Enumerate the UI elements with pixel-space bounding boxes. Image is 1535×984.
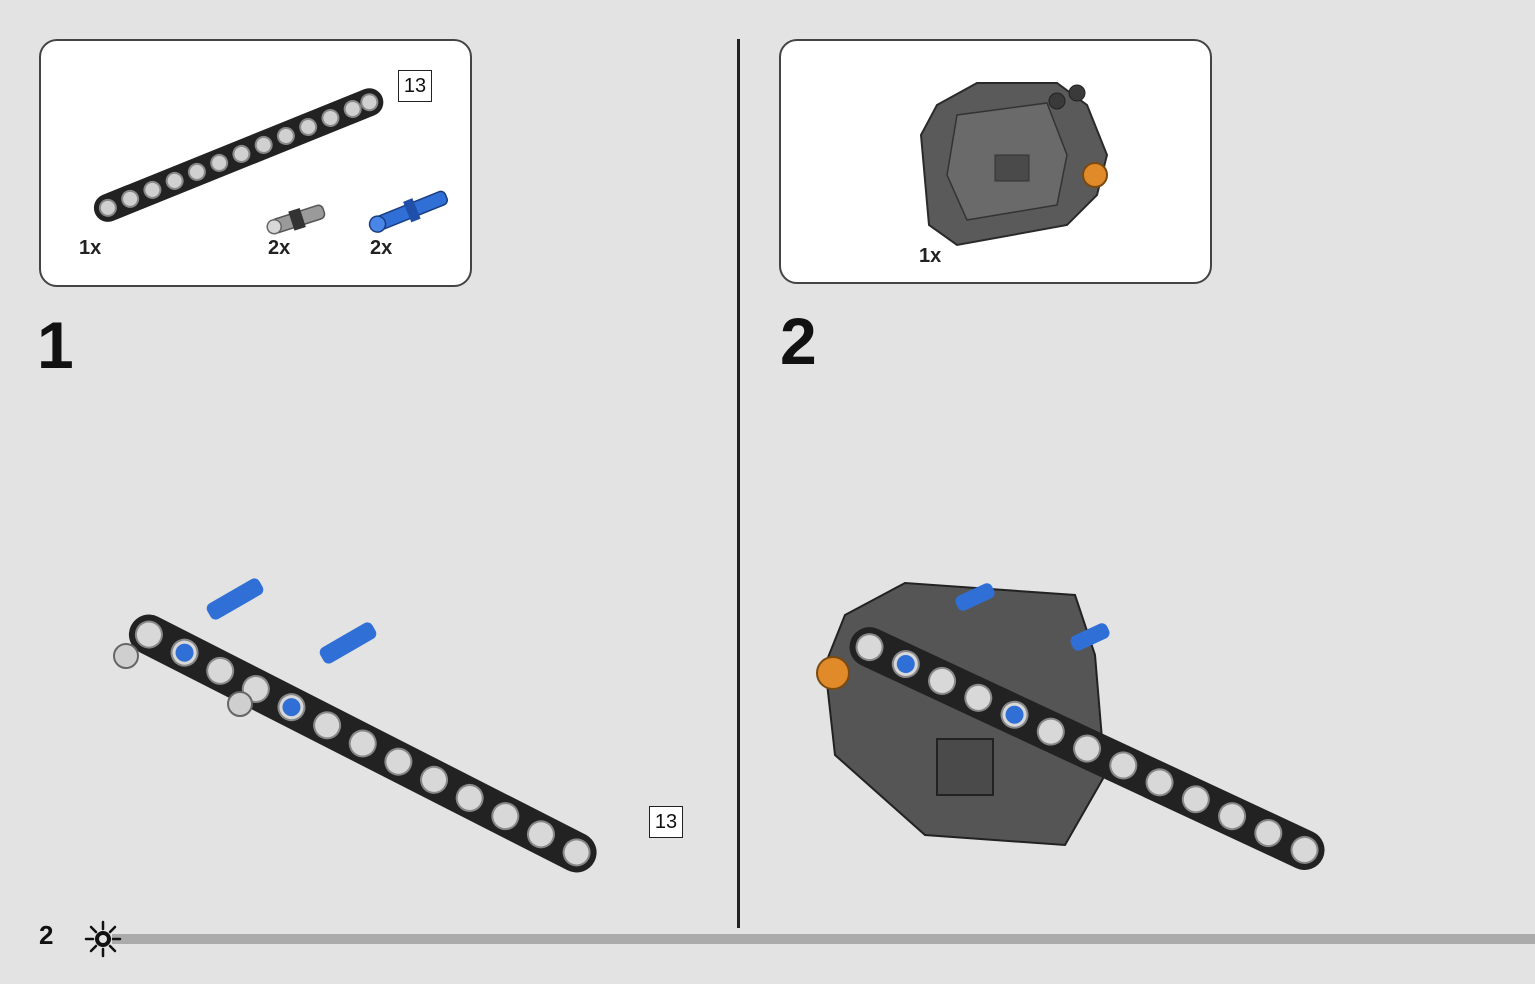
beam-length-tag: 13	[398, 70, 432, 102]
step-2-parts-callout: 1x	[779, 39, 1212, 284]
step-2-assembly-illustration	[816, 581, 1325, 870]
motor-quantity: 1x	[919, 245, 942, 267]
step-2-number: 2	[780, 304, 817, 378]
beam-13-icon	[93, 88, 384, 222]
friction-pin-quantity: 2x	[268, 237, 291, 259]
assembly-length-tag: 13	[649, 806, 683, 838]
progress-sun-icon	[84, 920, 122, 958]
step-1-number: 1	[37, 308, 74, 382]
axle-pin-quantity: 2x	[370, 237, 393, 259]
motor-icon	[919, 82, 1109, 247]
progress-bar	[112, 934, 1535, 944]
beam-quantity: 1x	[79, 237, 102, 259]
step-divider	[737, 39, 740, 928]
step-1-parts-callout: 13 1x 2x 2x	[39, 39, 472, 287]
axle-pin-icon	[368, 190, 449, 233]
friction-pin-icon	[266, 204, 326, 235]
step-1-assembly-illustration	[113, 578, 597, 873]
page-number: 2	[39, 920, 54, 950]
